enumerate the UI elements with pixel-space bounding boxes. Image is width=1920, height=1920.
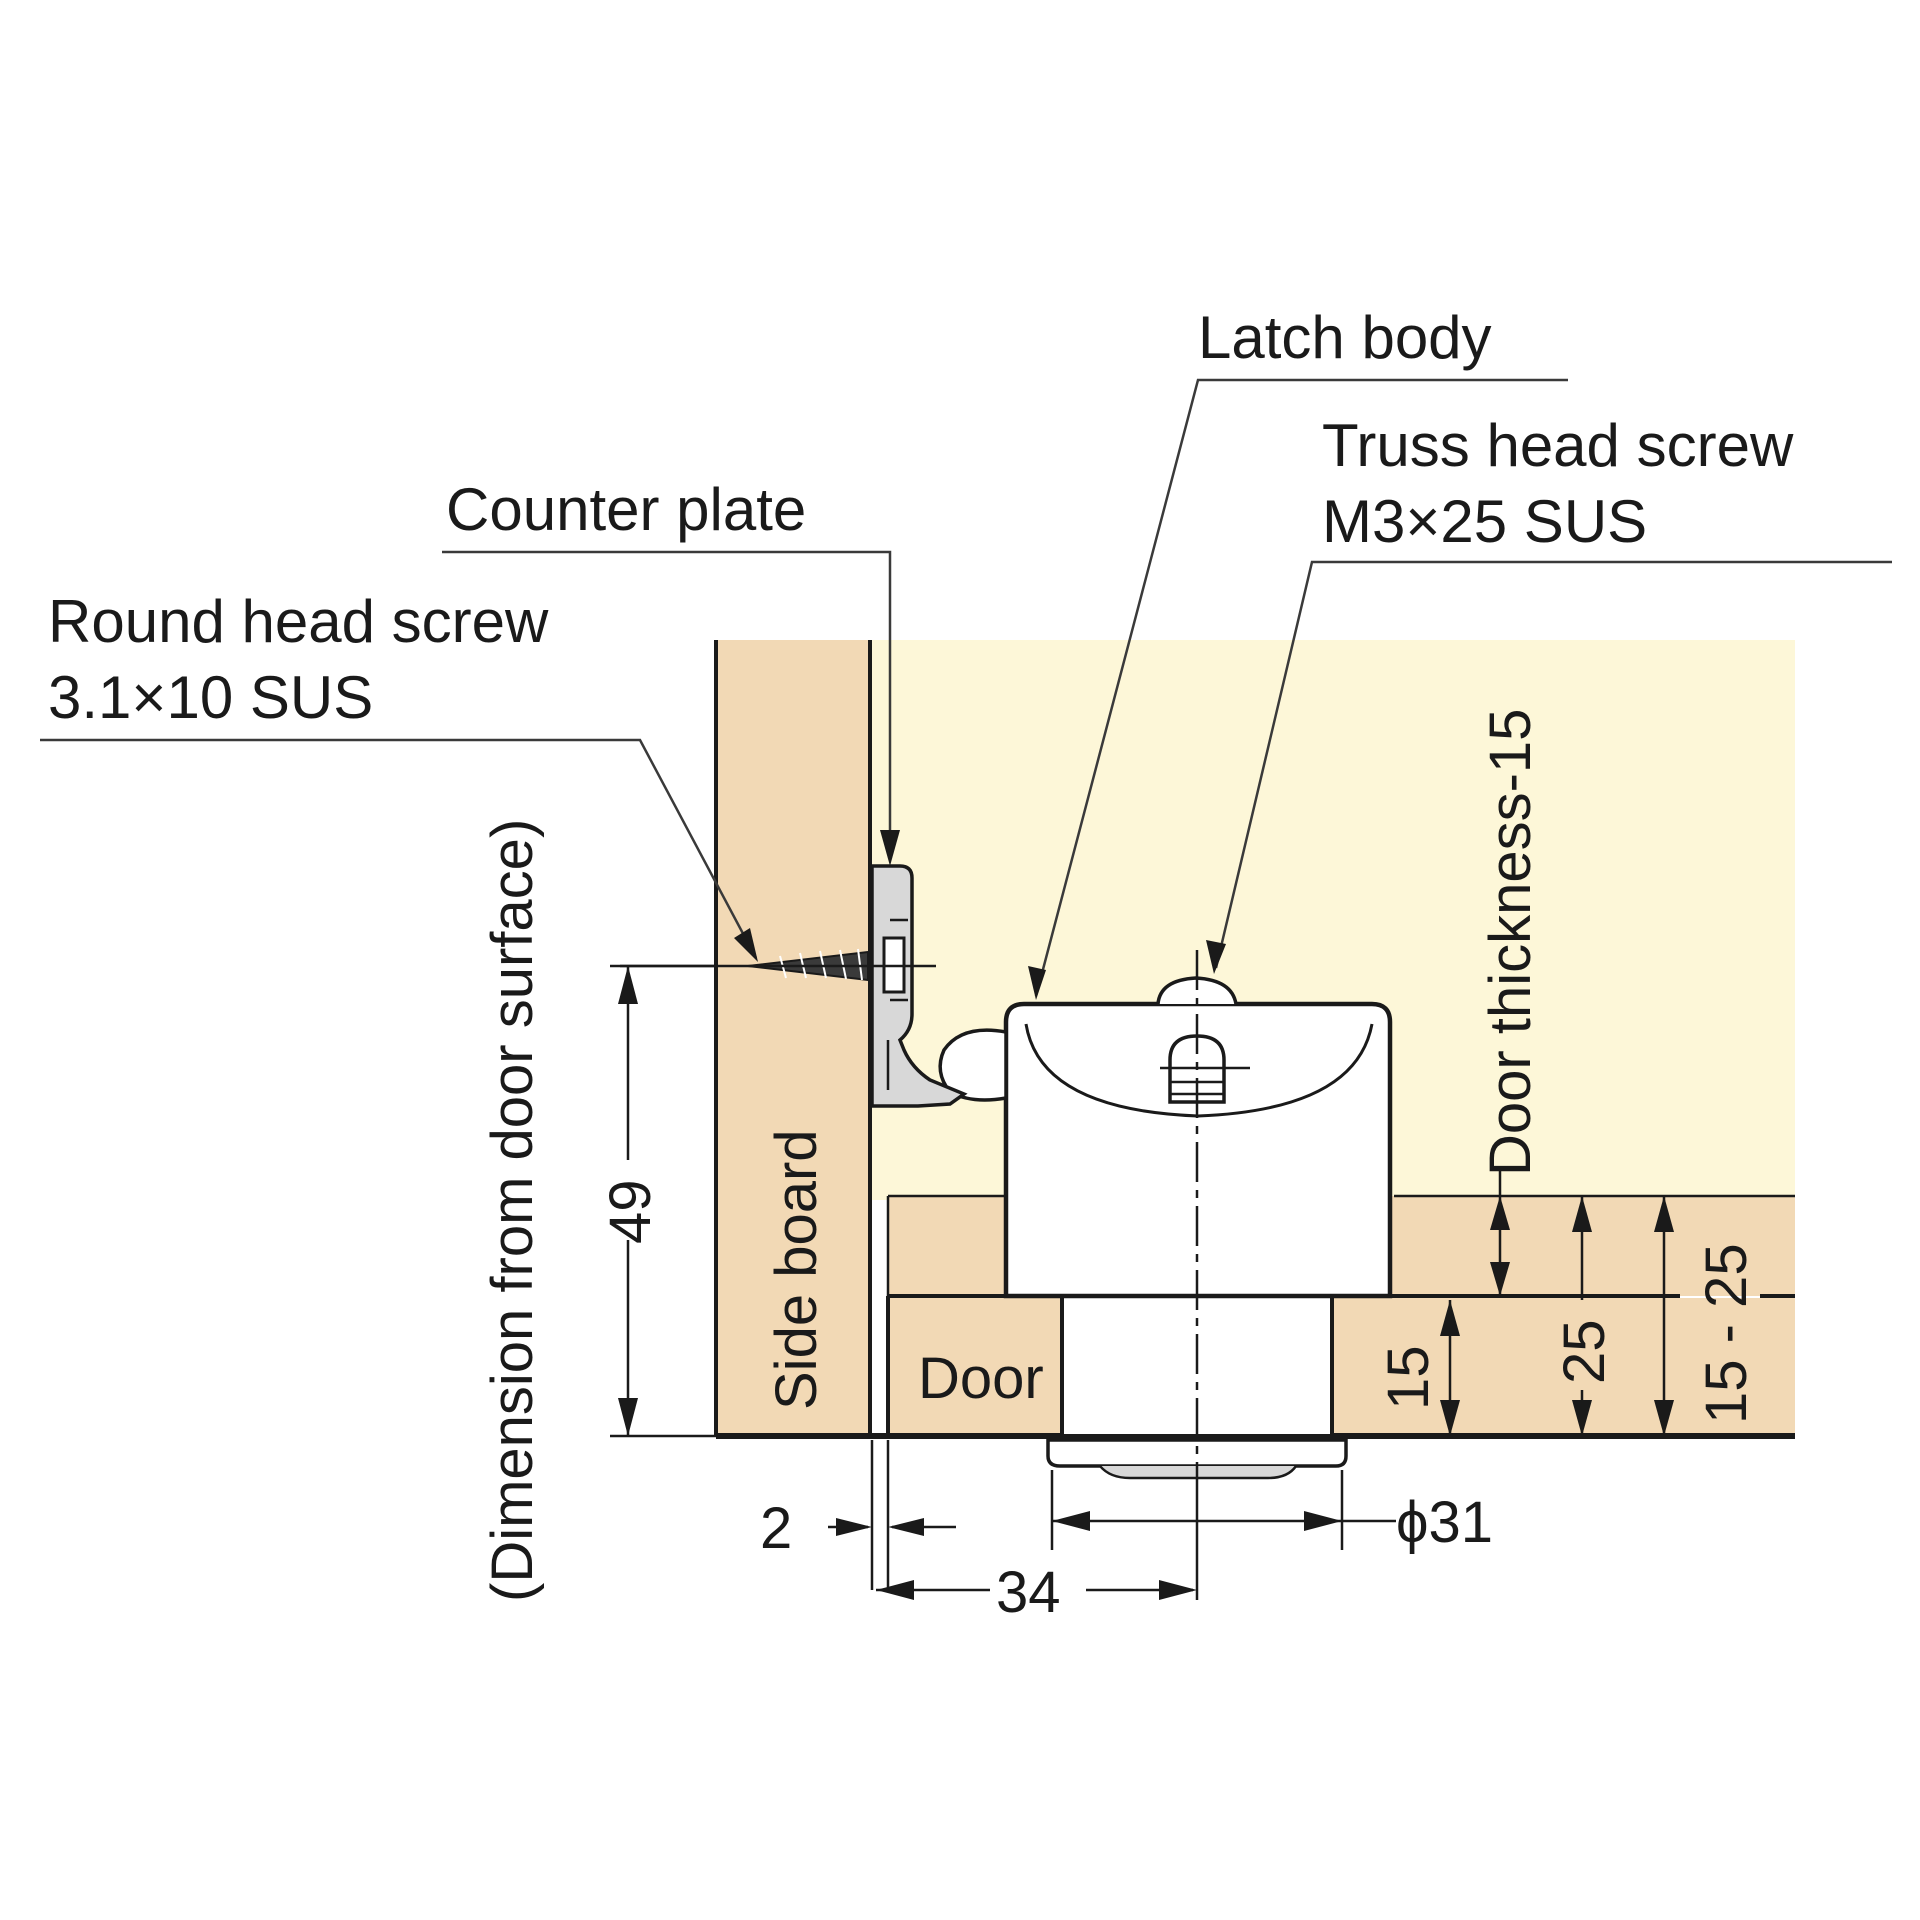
door-thickness-label: Door thickness-15 [1478,709,1543,1176]
truss-screw-label-line2: M3×25 SUS [1322,488,1647,555]
round-screw-label-line2: 3.1×10 SUS [48,664,373,731]
side-board [718,640,868,1435]
dimension-49: 49 [598,1179,663,1244]
dimension-note-label: (Dimension from door surface) [480,819,545,1602]
counter-plate [870,864,968,1108]
door-label: Door [918,1346,1044,1411]
counter-plate-label: Counter plate [446,476,806,543]
dimension-25: 25 [1552,1319,1617,1384]
dimension-2: 2 [760,1496,792,1561]
round-screw-label-line1: Round head screw [48,588,549,655]
door-lower [888,1298,1795,1436]
side-board-label: Side board [764,1129,829,1410]
latch-body-label: Latch body [1198,304,1492,371]
dimension-34: 34 [996,1560,1061,1625]
latch-arm [938,1028,1008,1102]
truss-screw-label-line1: Truss head screw [1322,412,1794,479]
dimension-15-25: 15 - 25 [1694,1243,1759,1424]
dimension-phi31: ϕ31 [1396,1490,1493,1555]
dimension-15: 15 [1376,1345,1441,1410]
